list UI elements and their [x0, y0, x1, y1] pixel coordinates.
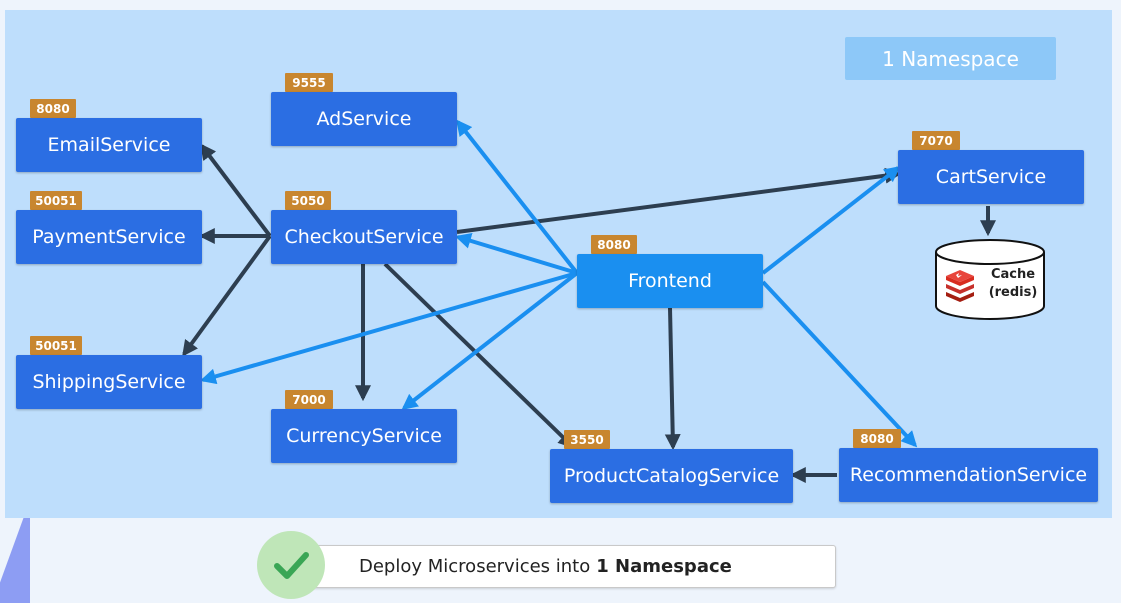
- port-badge-cart: 7070: [912, 131, 960, 150]
- redis-icon: [946, 270, 974, 302]
- port-badge-email: 8080: [30, 99, 76, 118]
- cache-cylinder[interactable]: [934, 238, 1046, 322]
- namespace-badge: 1 Namespace: [845, 37, 1056, 80]
- caption-text: Deploy Microservices into: [359, 556, 591, 577]
- service-frontend[interactable]: Frontend: [577, 254, 763, 308]
- service-productcatalog[interactable]: ProductCatalogService: [550, 449, 793, 503]
- port-badge-productcatalog: 3550: [564, 430, 610, 449]
- service-shipping[interactable]: ShippingService: [16, 355, 202, 409]
- cache-label-line2: (redis): [988, 285, 1038, 300]
- service-cart[interactable]: CartService: [898, 150, 1084, 204]
- cache-label: Cache (redis): [978, 266, 1048, 302]
- port-badge-checkout: 5050: [285, 191, 331, 210]
- checkmark-icon: [274, 552, 309, 579]
- port-badge-shipping: 50051: [30, 336, 82, 355]
- service-currency[interactable]: CurrencyService: [271, 409, 457, 463]
- port-badge-ad: 9555: [285, 73, 333, 92]
- port-badge-frontend: 8080: [591, 235, 637, 254]
- caption-bold-text: 1 Namespace: [596, 556, 732, 577]
- service-ad[interactable]: AdService: [271, 92, 457, 146]
- cache-label-line1: Cache: [990, 267, 1036, 282]
- port-badge-currency: 7000: [285, 390, 333, 409]
- service-recommendation[interactable]: RecommendationService: [839, 448, 1098, 502]
- check-badge: [257, 531, 325, 599]
- port-badge-payment: 50051: [30, 191, 82, 210]
- service-payment[interactable]: PaymentService: [16, 210, 202, 264]
- service-checkout[interactable]: CheckoutService: [271, 210, 457, 264]
- service-email[interactable]: EmailService: [16, 118, 202, 172]
- port-badge-recommendation: 8080: [853, 429, 901, 448]
